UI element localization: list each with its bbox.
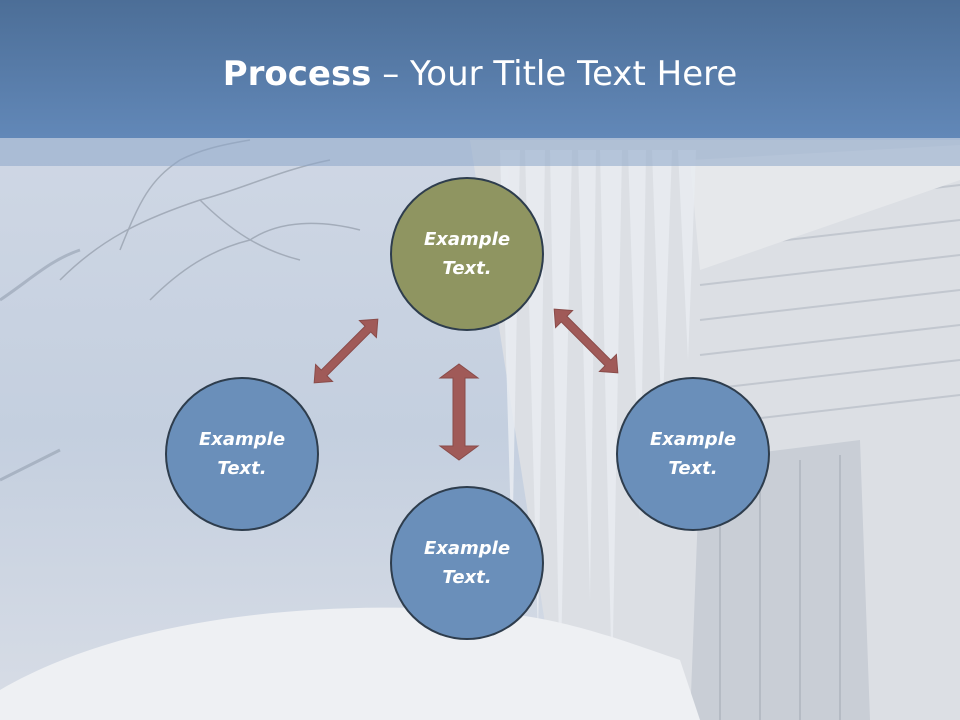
process-node-right[interactable]: Example Text. <box>616 377 770 531</box>
title-rest: – Your Title Text Here <box>371 54 738 94</box>
process-node-top[interactable]: Example Text. <box>390 177 544 331</box>
slide-title[interactable]: Process – Your Title Text Here <box>0 52 960 96</box>
node-top-label: Example Text. <box>423 229 511 279</box>
node-bottom-label: Example Text. <box>423 538 511 588</box>
node-left-label: Example Text. <box>198 429 286 479</box>
node-right-label: Example Text. <box>649 429 737 479</box>
title-bar <box>0 0 960 138</box>
process-node-bottom[interactable]: Example Text. <box>390 486 544 640</box>
title-bold: Process <box>222 54 372 94</box>
header-strip <box>0 138 960 166</box>
process-node-left[interactable]: Example Text. <box>165 377 319 531</box>
